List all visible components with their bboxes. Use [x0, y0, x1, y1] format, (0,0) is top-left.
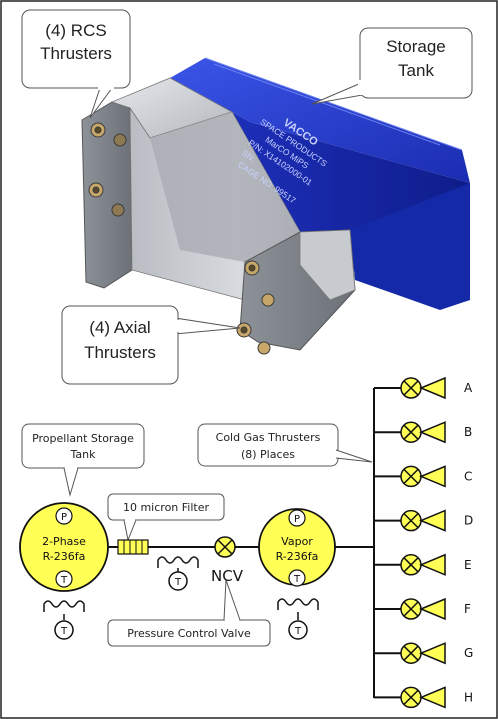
- thruster-nozzle-e: [419, 553, 446, 576]
- callout-rcs-line2: Thrusters: [40, 44, 112, 63]
- callout-storage-line1: Storage: [386, 37, 446, 56]
- callout-filter: 10 micron Filter: [107, 493, 225, 542]
- heater-tank-1: [43, 600, 85, 640]
- tank-ribs: [204, 57, 463, 151]
- thruster-label-d: D: [464, 514, 473, 528]
- two-phase-line2: R-236fa: [43, 550, 86, 563]
- rcs-thrusters: [88, 122, 127, 217]
- thruster-label-b: B: [464, 425, 472, 439]
- propellant-storage-line1: Propellant Storage: [32, 432, 134, 445]
- vapor-line1: Vapor: [281, 535, 313, 548]
- ncv-valve: [214, 536, 236, 558]
- callout-propellant-storage: Propellant Storage Tank: [21, 423, 145, 497]
- two-phase-pressure-sensor: [55, 507, 73, 525]
- right-end-frame: [299, 229, 356, 301]
- left-end-plate: [81, 101, 133, 289]
- thruster-label-h: H: [464, 690, 473, 704]
- thruster-nozzle-c: [419, 465, 446, 488]
- vapor-pressure-sensor: [288, 509, 306, 527]
- thruster-label-a: A: [464, 381, 473, 395]
- thruster-e: E: [374, 553, 472, 576]
- filter-label: 10 micron Filter: [123, 501, 210, 514]
- two-phase-line1: 2-Phase: [42, 535, 86, 548]
- filter: [117, 539, 149, 555]
- thruster-b: B: [374, 421, 472, 444]
- thruster-label-f: F: [464, 602, 471, 616]
- thruster-g: G: [374, 642, 473, 665]
- two-phase-temp-sensor-label: T: [60, 575, 68, 586]
- thruster-nozzle-d: [419, 509, 446, 532]
- rcs-thruster-2: [113, 133, 127, 147]
- callout-axial-line2: Thrusters: [84, 343, 156, 362]
- cold-gas-line1: Cold Gas Thrusters: [216, 431, 321, 444]
- thruster-label-c: C: [464, 469, 472, 483]
- vapor-temp-sensor-label: T: [293, 574, 301, 585]
- callout-axial-line1: (4) Axial: [89, 318, 150, 337]
- callout-axial: (4) Axial Thrusters: [61, 305, 241, 385]
- callout-storage-line2: Tank: [398, 61, 434, 80]
- axial-thruster-4: [257, 341, 271, 355]
- vapor-line2: R-236fa: [276, 550, 319, 563]
- two-phase-tank: P 2-Phase R-236fa T: [19, 502, 109, 592]
- propulsion-module-render: VACCO SPACE PRODUCTS MarCO MiPS P/N: X14…: [81, 57, 470, 355]
- callout-rcs: (4) RCS Thrusters: [21, 9, 131, 119]
- thruster-branches: A B C D E F G H: [374, 376, 473, 709]
- callout-pressure-valve: Pressure Control Valve: [107, 579, 271, 647]
- thruster-nozzle-a: [419, 376, 446, 400]
- propellant-storage-line2: Tank: [70, 448, 97, 461]
- heater-tank-2-temp-label: T: [294, 626, 302, 637]
- storage-tank-top: [170, 58, 470, 183]
- gray-frame-band: [150, 112, 300, 262]
- thruster-nozzle-f: [419, 597, 446, 621]
- line-heater-temp-label: T: [174, 577, 182, 588]
- vapor-temp-sensor: [288, 569, 306, 587]
- two-phase-pressure-sensor-label: P: [61, 512, 67, 523]
- vapor-tank: P Vapor R-236fa T: [258, 508, 336, 587]
- ncv-label: NCV: [211, 567, 244, 585]
- thruster-h: H: [374, 686, 473, 709]
- thruster-a: A: [374, 376, 473, 400]
- thruster-nozzle-b: [419, 421, 446, 444]
- thruster-nozzle-g: [419, 642, 446, 665]
- storage-tank-end: [350, 183, 470, 310]
- thruster-c: C: [374, 465, 472, 488]
- line-heater: [157, 556, 199, 591]
- heater-tank-1-temp-label: T: [60, 626, 68, 637]
- callout-storage: Storage Tank: [311, 27, 473, 105]
- pressure-valve-label: Pressure Control Valve: [127, 627, 251, 640]
- callout-cold-gas: Cold Gas Thrusters (8) Places: [197, 423, 373, 467]
- rcs-thruster-4: [111, 203, 125, 217]
- axial-thruster-2: [261, 293, 275, 307]
- heater-tank-2: [277, 598, 319, 640]
- thruster-nozzle-h: [419, 686, 446, 709]
- axial-thrusters: [236, 260, 275, 355]
- thruster-d: D: [374, 509, 473, 532]
- thruster-f: F: [374, 597, 471, 621]
- thruster-label-g: G: [464, 646, 473, 660]
- two-phase-temp-sensor: [55, 570, 73, 588]
- vapor-pressure-sensor-label: P: [294, 514, 300, 525]
- callout-rcs-line1: (4) RCS: [45, 21, 106, 40]
- cold-gas-line2: (8) Places: [241, 448, 295, 461]
- thruster-label-e: E: [464, 558, 472, 572]
- schematic: Propellant Storage Tank Cold Gas Thruste…: [19, 376, 473, 709]
